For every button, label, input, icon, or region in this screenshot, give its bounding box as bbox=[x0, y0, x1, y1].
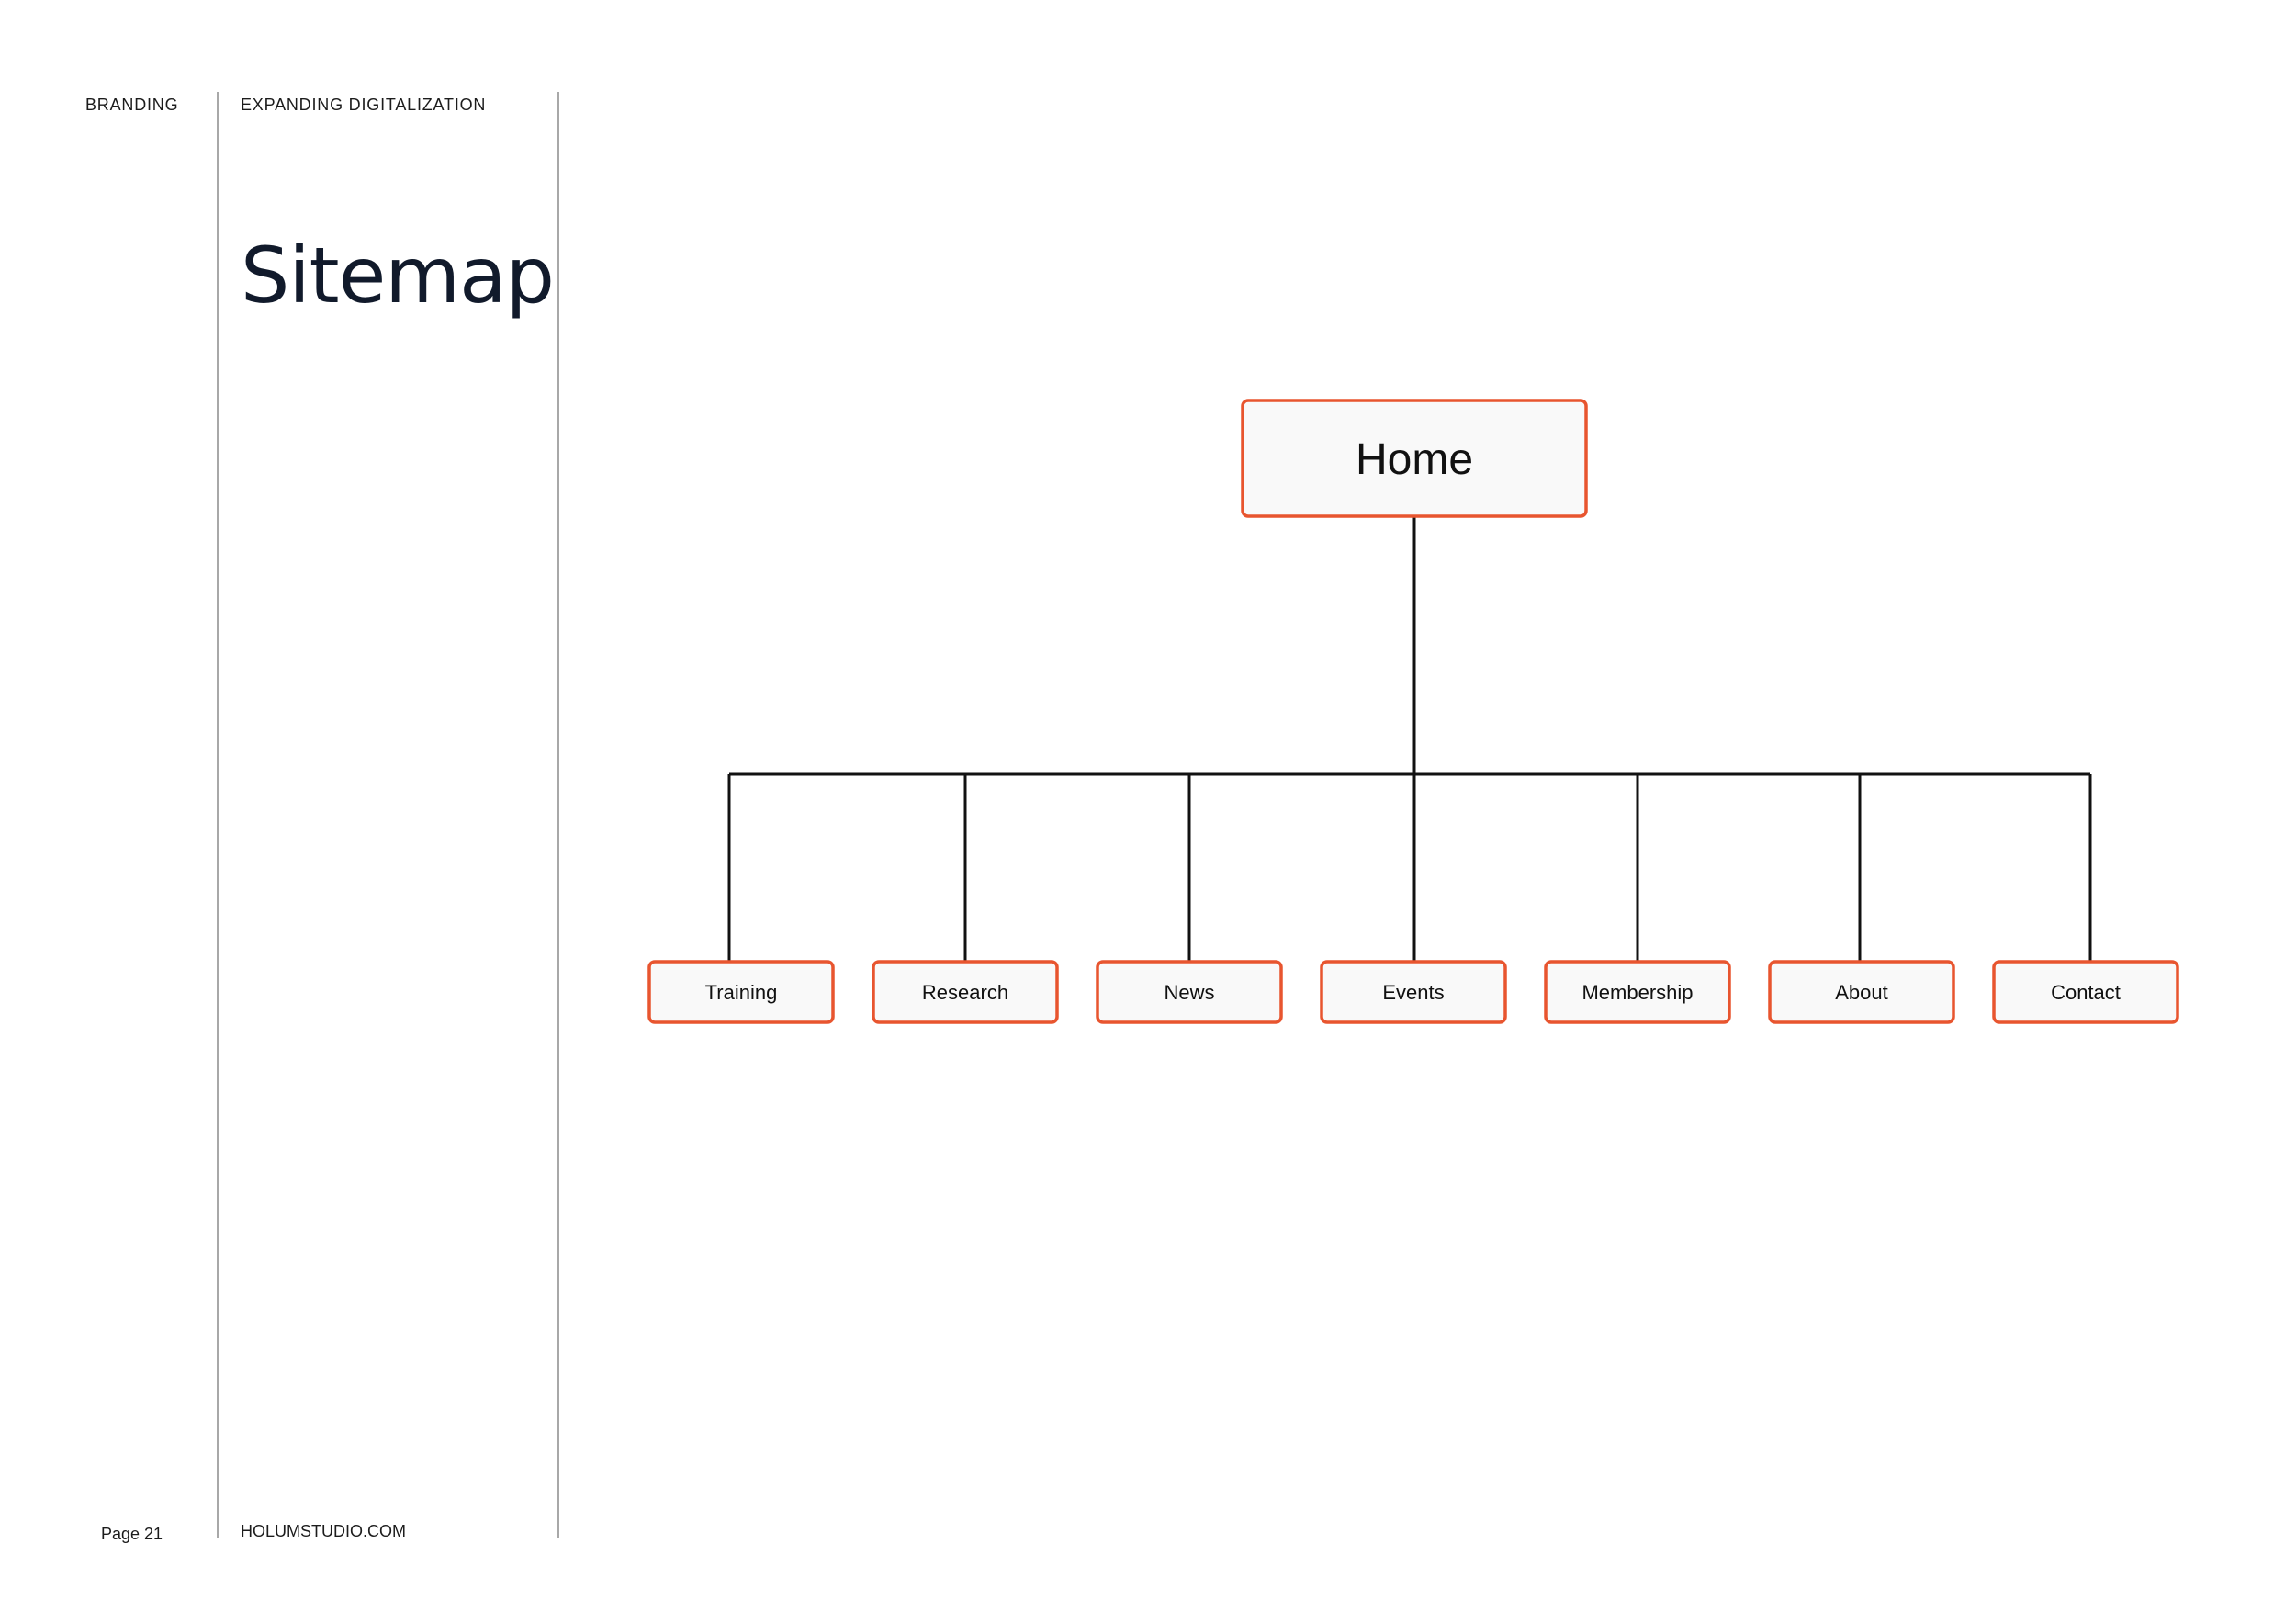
sitemap-connectors bbox=[727, 516, 2092, 962]
section-label: BRANDING bbox=[85, 96, 179, 114]
right-divider-line bbox=[557, 92, 559, 1538]
node-box bbox=[1768, 960, 1955, 1024]
node-box bbox=[1992, 960, 2179, 1024]
node-label: Research bbox=[922, 981, 1008, 1004]
node-box bbox=[1096, 960, 1283, 1024]
node-label: Home bbox=[1356, 435, 1473, 484]
node-label: News bbox=[1164, 981, 1214, 1004]
node-label: Training bbox=[705, 981, 778, 1004]
subsection-label: EXPANDING DIGITALIZATION bbox=[241, 96, 487, 114]
sitemap-node-news[interactable]: News bbox=[1096, 960, 1283, 1024]
left-divider-line bbox=[217, 92, 219, 1538]
sitemap-node-research[interactable]: Research bbox=[872, 960, 1059, 1024]
node-label: Membership bbox=[1581, 981, 1693, 1004]
page-title: Sitemap bbox=[241, 231, 555, 321]
node-box bbox=[647, 960, 835, 1024]
node-label: Events bbox=[1382, 981, 1444, 1004]
node-label: About bbox=[1835, 981, 1888, 1004]
sitemap-node-training[interactable]: Training bbox=[647, 960, 835, 1024]
node-box bbox=[1320, 960, 1507, 1024]
website-label: HOLUMSTUDIO.COM bbox=[241, 1522, 406, 1540]
page-number: Page 21 bbox=[101, 1525, 163, 1543]
sitemap-node-membership[interactable]: Membership bbox=[1544, 960, 1731, 1024]
sitemap-node-contact[interactable]: Contact bbox=[1992, 960, 2179, 1024]
node-box bbox=[1544, 960, 1731, 1024]
sitemap-node-home[interactable]: Home bbox=[1241, 399, 1588, 518]
sitemap-node-events[interactable]: Events bbox=[1320, 960, 1507, 1024]
node-box bbox=[872, 960, 1059, 1024]
node-box bbox=[1241, 399, 1588, 518]
sitemap-node-about[interactable]: About bbox=[1768, 960, 1955, 1024]
node-label: Contact bbox=[2051, 981, 2121, 1004]
